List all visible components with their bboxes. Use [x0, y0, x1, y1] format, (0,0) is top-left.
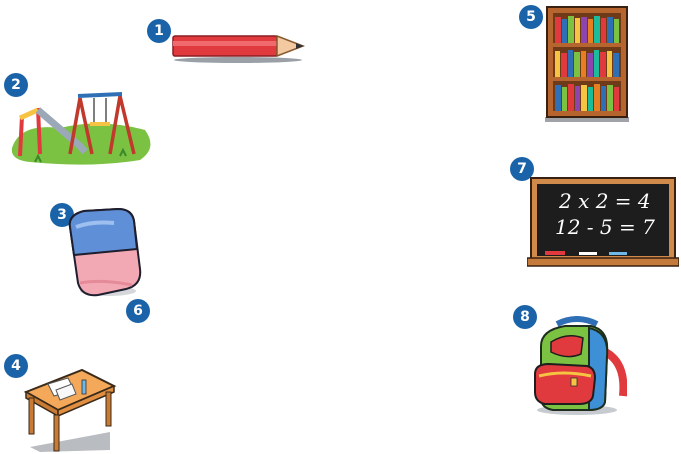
badge-8: 8 — [513, 305, 537, 329]
badge-5: 5 — [519, 5, 543, 29]
badge-2: 2 — [4, 73, 28, 97]
badge-4: 4 — [4, 354, 28, 378]
pencil-icon — [172, 34, 306, 63]
desk-icon — [23, 368, 117, 452]
eraser-icon — [68, 207, 142, 297]
playground-icon — [11, 92, 151, 165]
bookshelf-icon — [545, 6, 629, 122]
badge-6: 6 — [126, 299, 150, 323]
backpack-icon — [534, 316, 627, 415]
chalkboard-line-2: 12 - 5 = 7 — [555, 215, 655, 239]
chalkboard-icon: 2 x 2 = 4 12 - 5 = 7 — [527, 176, 679, 268]
badge-1: 1 — [147, 19, 171, 43]
chalkboard-line-1: 2 x 2 = 4 — [558, 189, 651, 213]
